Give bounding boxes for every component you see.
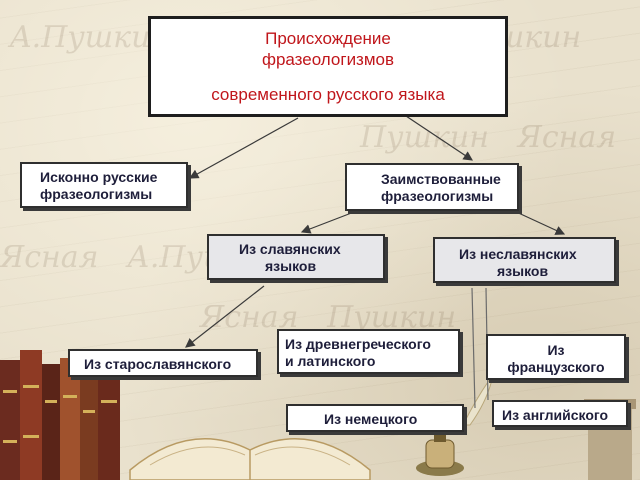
arrow-title-to-borrowed	[405, 115, 473, 161]
node-greek-latin: Из древнегреческого и латинского	[277, 329, 460, 374]
node-borrowed-line-1: Заимствованные	[381, 171, 501, 187]
node-native: Исконно русские фразеологизмы	[20, 162, 188, 208]
node-slavic-line-1: Из славянских	[239, 241, 341, 257]
node-english-label: Из английского	[502, 407, 609, 423]
node-nonslavic: Из неславянских языков	[433, 237, 616, 283]
arrow-borrowed-to-slavic	[300, 211, 355, 234]
node-greek-latin-line-2: и латинского	[285, 353, 376, 369]
title-line-2: фразеологизмов	[261, 50, 395, 69]
title-box: Происхождение фразеологизмов современног…	[148, 16, 508, 117]
title-line-1: Происхождение	[265, 29, 391, 48]
node-slavic-line-2: языков	[265, 258, 317, 274]
node-german: Из немецкого	[286, 404, 464, 432]
arrow-borrowed-to-nonslavic	[511, 209, 566, 235]
node-native-line-2: фразеологизмы	[40, 186, 153, 202]
node-german-label: Из немецкого	[324, 411, 418, 427]
node-english: Из английского	[492, 400, 628, 427]
node-old-slavonic-label: Из старославянского	[84, 356, 232, 372]
arrow-title-to-native	[188, 117, 299, 179]
node-old-slavonic: Из старославянского	[68, 349, 258, 377]
node-nonslavic-line-2: языков	[497, 263, 549, 279]
node-french-line-1: Из	[547, 342, 565, 358]
title-line-3: современного русского языка	[211, 85, 445, 104]
node-french-line-2: французского	[507, 359, 605, 375]
node-nonslavic-line-1: Из неславянских	[459, 246, 577, 262]
node-slavic: Из славянских языков	[207, 234, 385, 280]
node-borrowed: Заимствованные фразеологизмы	[345, 163, 519, 211]
arrow-slavic-to-old-slavonic	[185, 285, 265, 348]
line-nonslavic-down	[471, 287, 476, 409]
node-native-line-1: Исконно русские	[40, 169, 158, 185]
node-french: Из французского	[486, 334, 626, 380]
node-greek-latin-line-1: Из древнегреческого	[285, 336, 431, 352]
node-borrowed-line-2: фразеологизмы	[381, 188, 494, 204]
